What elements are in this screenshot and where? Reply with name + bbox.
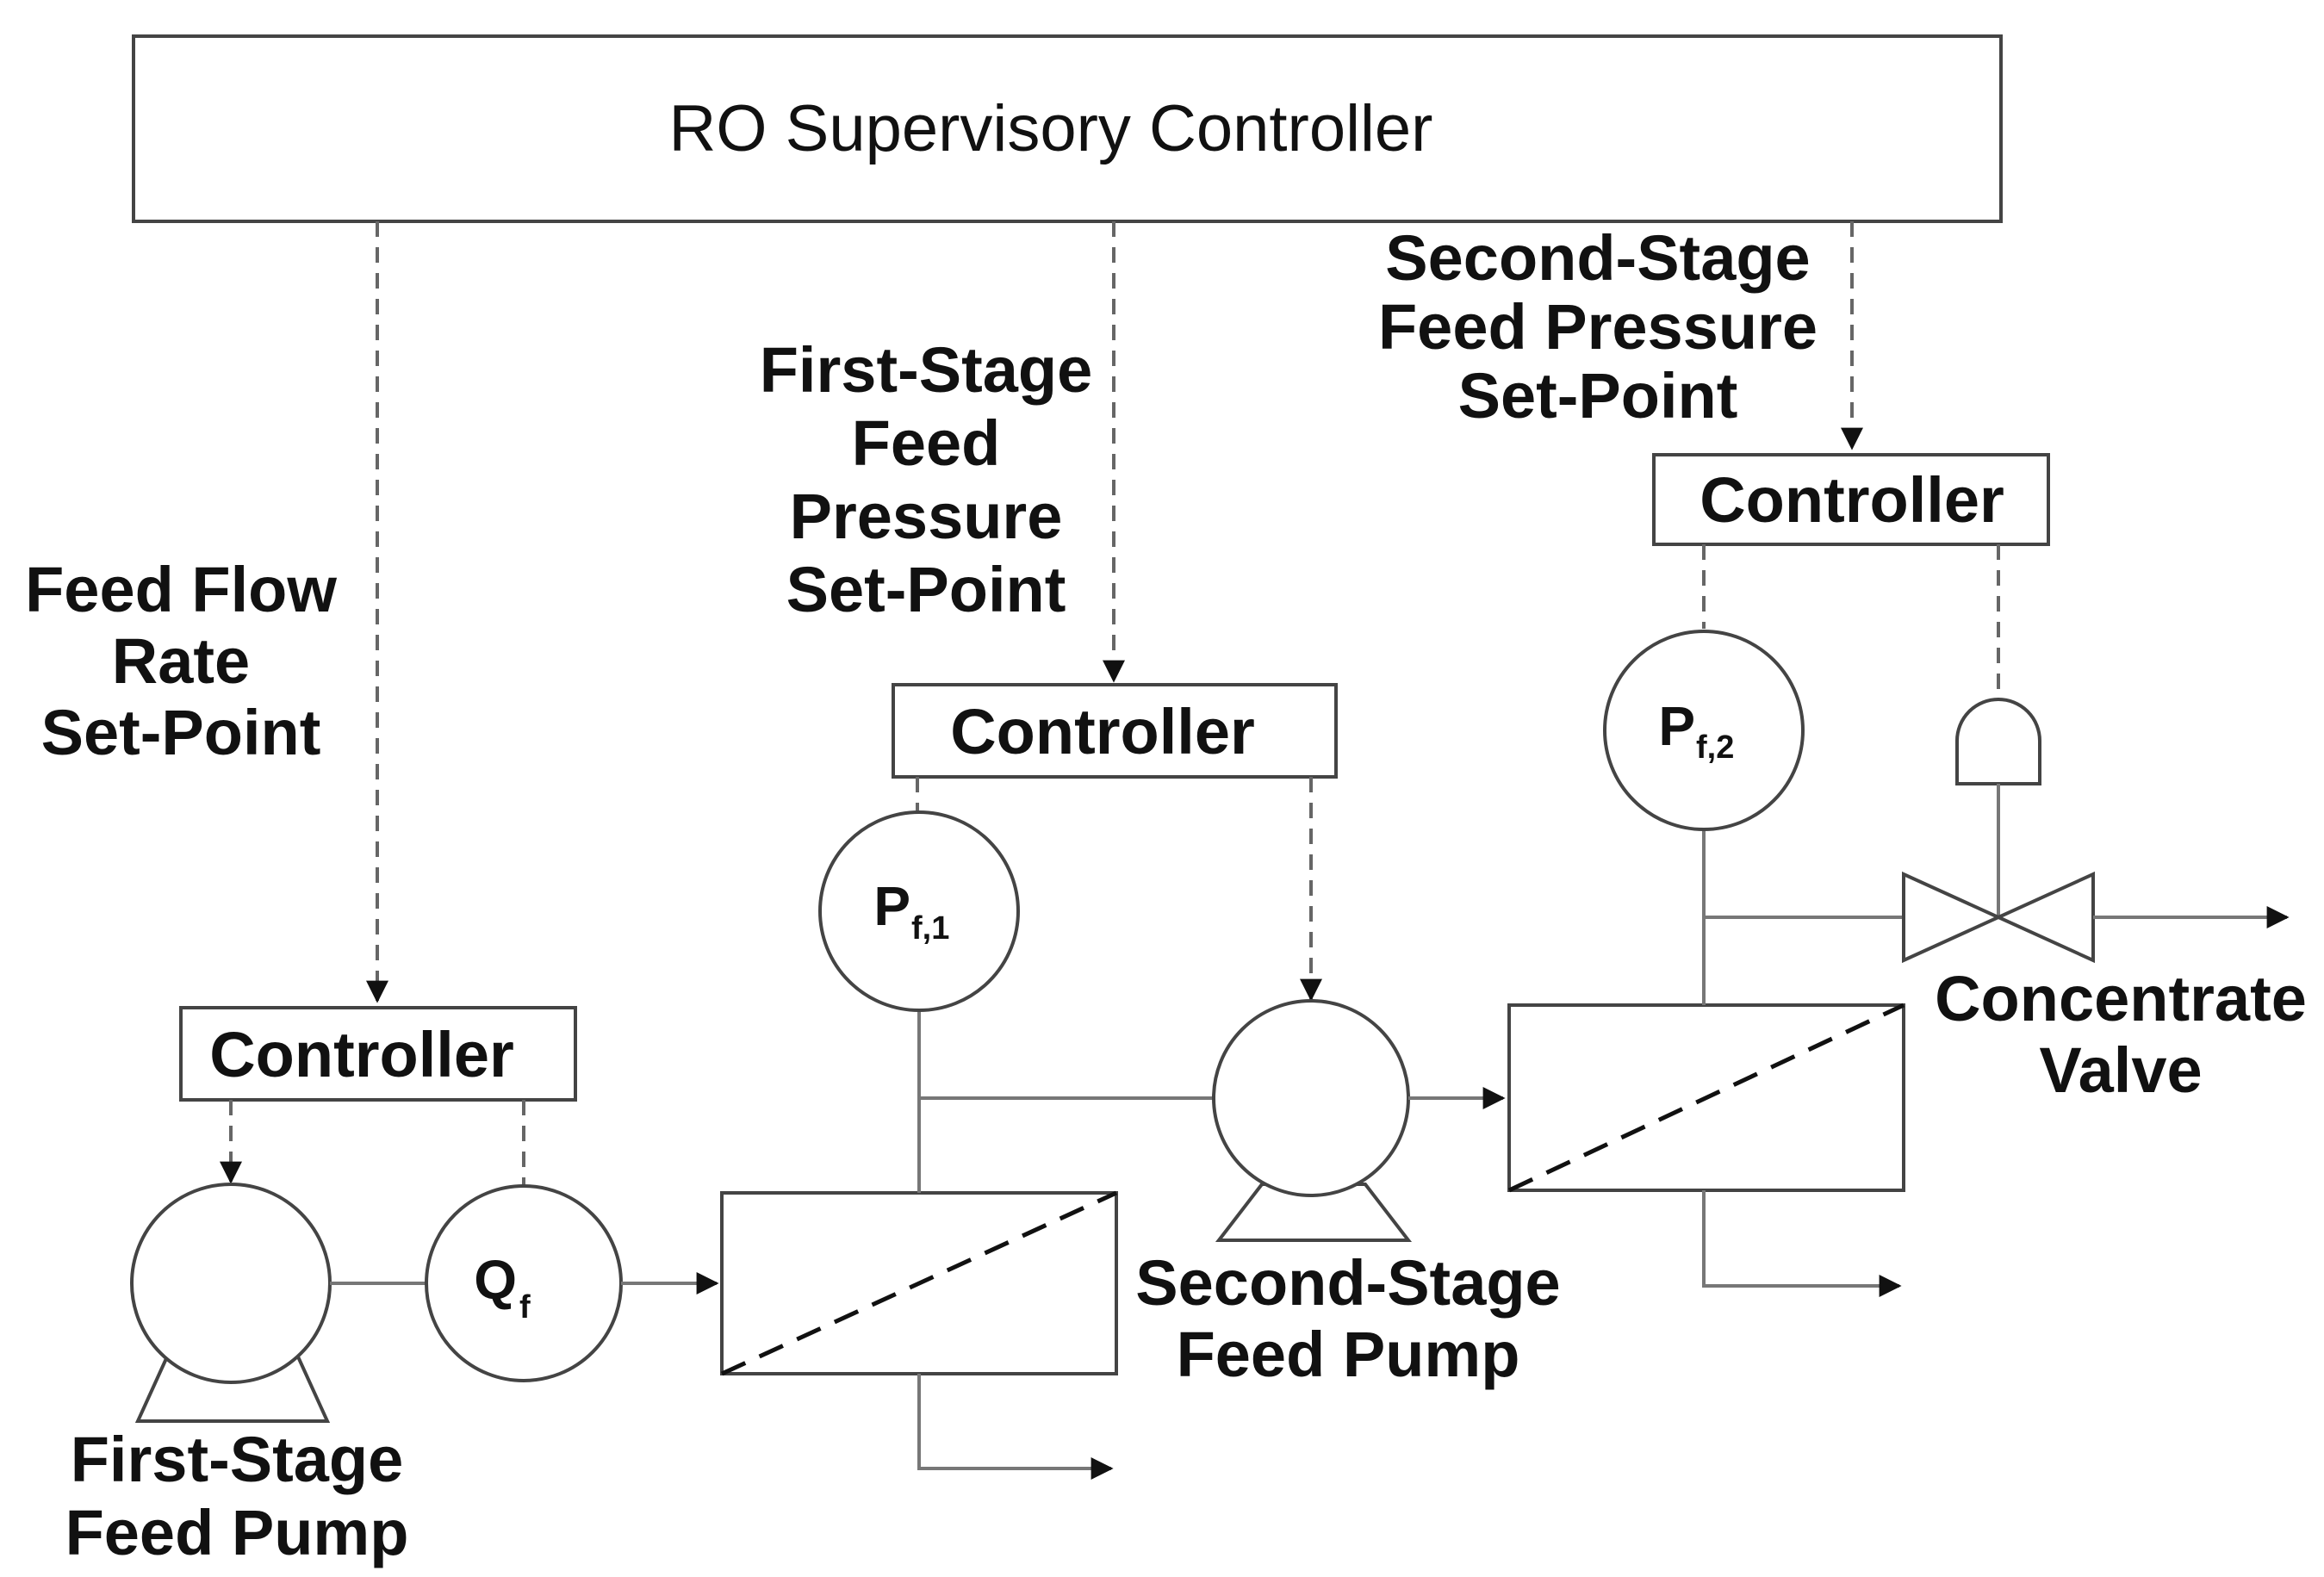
svg-text:Concentrate: Concentrate: [1935, 963, 2307, 1034]
svg-text:Second-Stage: Second-Stage: [1385, 222, 1810, 294]
flow-controller-box: [179, 1006, 577, 1102]
svg-text:P: P: [1658, 695, 1695, 757]
concentrate-valve: [1902, 698, 2095, 964]
svg-text:Rate: Rate: [112, 625, 250, 697]
pressure-sensor-pf1: P f,1: [818, 810, 1020, 1012]
concentrate-valve-label: Concentrate Valve: [1935, 963, 2307, 1106]
svg-text:Pressure: Pressure: [790, 481, 1063, 552]
pressure-sensor-pf2: P f,2: [1603, 630, 1805, 831]
flow-sensor-qf: Q f: [425, 1184, 623, 1382]
svg-text:f: f: [519, 1289, 531, 1326]
svg-text:Set-Point: Set-Point: [786, 554, 1066, 625]
flow-controller-label: Controller: [209, 1019, 514, 1090]
stage1-membrane-module: [720, 1190, 1118, 1376]
stage2-controller-label: Controller: [1700, 464, 2004, 536]
svg-text:Feed Pressure: Feed Pressure: [1378, 291, 1818, 363]
svg-text:Q: Q: [474, 1249, 517, 1311]
second-stage-setpoint-label: Second-Stage Feed Pressure Set-Point: [1378, 222, 1818, 432]
supervisory-controller-box: [132, 34, 2003, 223]
stage2-controller-box: [1652, 453, 2050, 546]
stage1-permeate-outlet: [917, 1374, 1114, 1480]
stage1-controller-box: [892, 683, 1338, 779]
svg-text:f,1: f,1: [911, 910, 949, 947]
first-stage-feed-pump: [130, 1183, 332, 1423]
stage1-controller-label: Controller: [950, 696, 1255, 767]
stage2-membrane-module: [1507, 1003, 1905, 1193]
svg-text:Set-Point: Set-Point: [1458, 360, 1738, 432]
first-stage-feed-pump-label: First-Stage Feed Pump: [65, 1424, 409, 1568]
svg-text:P: P: [873, 875, 910, 937]
svg-text:Set-Point: Set-Point: [41, 697, 321, 768]
first-stage-setpoint-label: First-Stage Feed Pressure Set-Point: [760, 334, 1093, 625]
stage2-permeate-outlet: [1702, 1190, 1902, 1297]
svg-text:Feed Pump: Feed Pump: [1177, 1319, 1520, 1390]
svg-text:First-Stage: First-Stage: [71, 1424, 404, 1495]
svg-text:Feed Flow: Feed Flow: [25, 554, 337, 625]
feed-flow-setpoint-label: Feed Flow Rate Set-Point: [25, 554, 337, 768]
svg-text:Feed: Feed: [852, 407, 1001, 479]
svg-text:Second-Stage: Second-Stage: [1135, 1247, 1560, 1319]
supervisory-controller-label: RO Supervisory Controller: [669, 92, 1433, 165]
second-stage-feed-pump: [1212, 999, 1413, 1242]
svg-text:First-Stage: First-Stage: [760, 334, 1093, 406]
svg-text:Valve: Valve: [2039, 1034, 2202, 1106]
second-stage-feed-pump-label: Second-Stage Feed Pump: [1135, 1247, 1560, 1390]
svg-text:Feed Pump: Feed Pump: [65, 1497, 409, 1568]
svg-text:f,2: f,2: [1696, 730, 1734, 766]
